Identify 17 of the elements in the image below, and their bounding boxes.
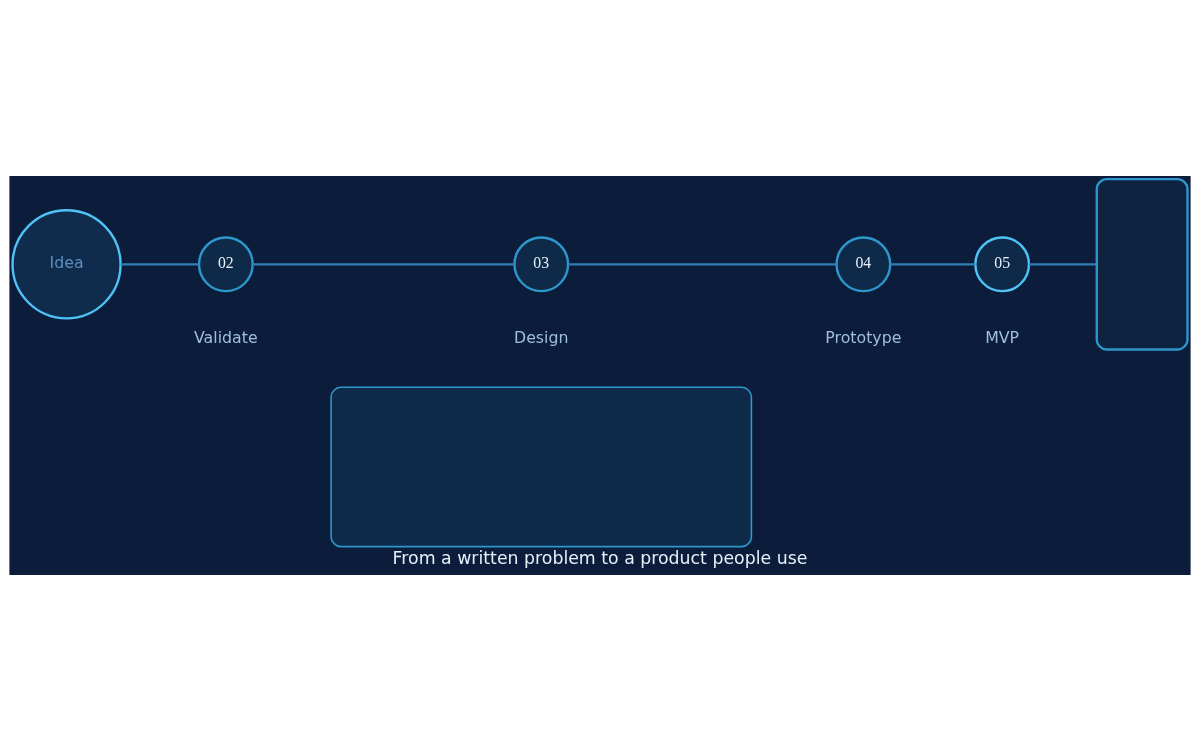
node-label: Design: [514, 327, 569, 347]
node-circle: 02: [197, 235, 254, 292]
connector: [1028, 262, 1097, 265]
node-circle: 05: [974, 235, 1031, 292]
node-box: [330, 386, 753, 547]
node-circle: 04: [835, 235, 892, 292]
node-box: [1095, 177, 1189, 351]
connector: [568, 262, 837, 265]
connector: [252, 262, 515, 265]
node-label: Validate: [194, 327, 258, 347]
caption: From a written problem to a product people use: [392, 547, 808, 568]
node-circle: Idea: [11, 208, 122, 319]
connector: [890, 262, 976, 265]
node-label: MVP: [985, 327, 1020, 347]
connector: [120, 262, 199, 265]
node-circle: 03: [513, 235, 570, 292]
node-label: Prototype: [825, 327, 902, 347]
